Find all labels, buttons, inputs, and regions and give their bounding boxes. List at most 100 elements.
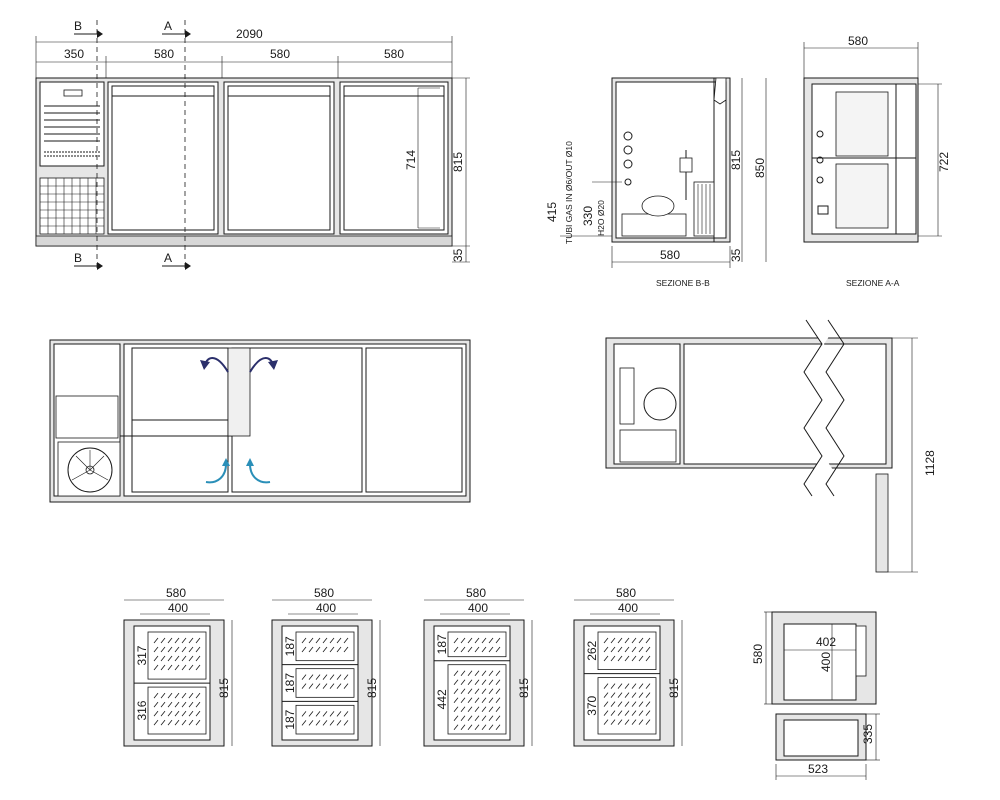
drawer-height-label: 187: [283, 673, 297, 693]
basket-slot: [188, 664, 194, 671]
basket-slot: [638, 637, 644, 644]
basket-slot: [195, 692, 201, 699]
drawer-height-label: 187: [283, 636, 297, 656]
basket-slot: [474, 688, 480, 694]
basket-slot: [617, 719, 623, 725]
basket-slot: [631, 719, 637, 725]
basket-slot: [460, 637, 466, 644]
basket-slot: [474, 697, 480, 703]
basket-slot: [301, 637, 307, 644]
basket-slot: [631, 710, 637, 716]
basket-slot: [315, 683, 321, 689]
basket-slot: [322, 674, 328, 680]
basket-slot: [336, 720, 342, 726]
basket-slot: [603, 701, 609, 707]
basket-slot: [188, 646, 194, 653]
basket-slot: [301, 646, 307, 653]
basket-slot: [495, 670, 501, 676]
basket-slot: [181, 692, 187, 699]
drawer-basket: [447, 631, 507, 658]
compartment-height-label: 815: [217, 678, 231, 698]
basket-slot: [638, 710, 644, 716]
glass-doors: 714: [107, 81, 449, 235]
basket-slot: [329, 646, 335, 653]
side-compressor-icon: [643, 387, 677, 421]
basket-slot: [153, 655, 159, 662]
basket-slot: [495, 679, 501, 685]
basket-slot: [638, 701, 644, 707]
basket-slot: [195, 701, 201, 708]
compartment-layouts: 5804008153173165804008151871871875804008…: [123, 586, 683, 747]
break-line: [804, 320, 842, 496]
basket-slot: [631, 692, 637, 698]
compartment-height-label: 815: [517, 678, 531, 698]
cabinet-height-label: 815: [451, 152, 465, 172]
basket-slot: [638, 719, 644, 725]
section-aa-height-label: 722: [937, 152, 951, 172]
basket-slot: [322, 720, 328, 726]
section-bb-body-height: 815: [729, 150, 743, 170]
drawer-rail: [855, 625, 867, 677]
section-aa-width-label: 580: [848, 34, 868, 48]
louvre-slats: [44, 105, 100, 157]
compartment-width-label: 580: [166, 586, 186, 600]
basket-slot: [638, 646, 644, 653]
basket-slot: [195, 637, 201, 644]
drawer-height-label: 316: [135, 700, 149, 720]
basket-slot: [603, 719, 609, 725]
drawer-height-label: 370: [585, 695, 599, 715]
module-width-label: 580: [384, 47, 404, 61]
section-b-marker-bottom: B: [74, 251, 82, 265]
drawer-height-label: 187: [283, 709, 297, 729]
drawer-basket: [147, 631, 207, 680]
basket-slot: [329, 720, 335, 726]
basket-slot: [167, 646, 173, 653]
front-width-dimensions: 2090 350 580 580 580: [35, 27, 453, 78]
basket-slot: [188, 637, 194, 644]
basket-slot: [343, 637, 349, 644]
basket-slot: [167, 655, 173, 662]
basket-slot: [153, 719, 159, 726]
basket-slot: [624, 719, 630, 725]
section-bb-plinth: 35: [729, 248, 743, 262]
drawer-basket: [447, 664, 507, 735]
basket-slot: [160, 710, 166, 717]
basket-slot: [181, 637, 187, 644]
basket-slot: [474, 679, 480, 685]
basket-slot: [495, 724, 501, 730]
basket-slot: [474, 670, 480, 676]
basket-slot: [460, 670, 466, 676]
basket-slot: [453, 724, 459, 730]
drawer-basket: [147, 686, 207, 735]
basket-slot: [467, 637, 473, 644]
basket-slot: [174, 646, 180, 653]
drawer-basket: [295, 704, 355, 735]
compartment-height-label: 815: [667, 678, 681, 698]
basket-slot: [467, 697, 473, 703]
basket-slot: [160, 664, 166, 671]
basket-slot: [474, 715, 480, 721]
basket-slot: [460, 688, 466, 694]
evaporator-duct: [227, 347, 251, 437]
basket-slot: [645, 646, 651, 653]
basket-slot: [301, 720, 307, 726]
basket-slot: [460, 724, 466, 730]
basket-slot: [195, 655, 201, 662]
basket-slot: [160, 701, 166, 708]
basket-slot: [343, 683, 349, 689]
basket-slot: [195, 646, 201, 653]
basket-slot: [481, 646, 487, 653]
basket-slot: [167, 664, 173, 671]
basket-slot: [308, 637, 314, 644]
basket-slot: [631, 646, 637, 653]
section-aa-caption: SEZIONE A-A: [846, 278, 900, 288]
basket-slot: [167, 701, 173, 708]
basket-slot: [488, 715, 494, 721]
basket-slot: [617, 710, 623, 716]
basket-slot: [474, 724, 480, 730]
basket-slot: [610, 719, 616, 725]
basket-slot: [336, 646, 342, 653]
plinth-height-label: 35: [451, 248, 465, 262]
